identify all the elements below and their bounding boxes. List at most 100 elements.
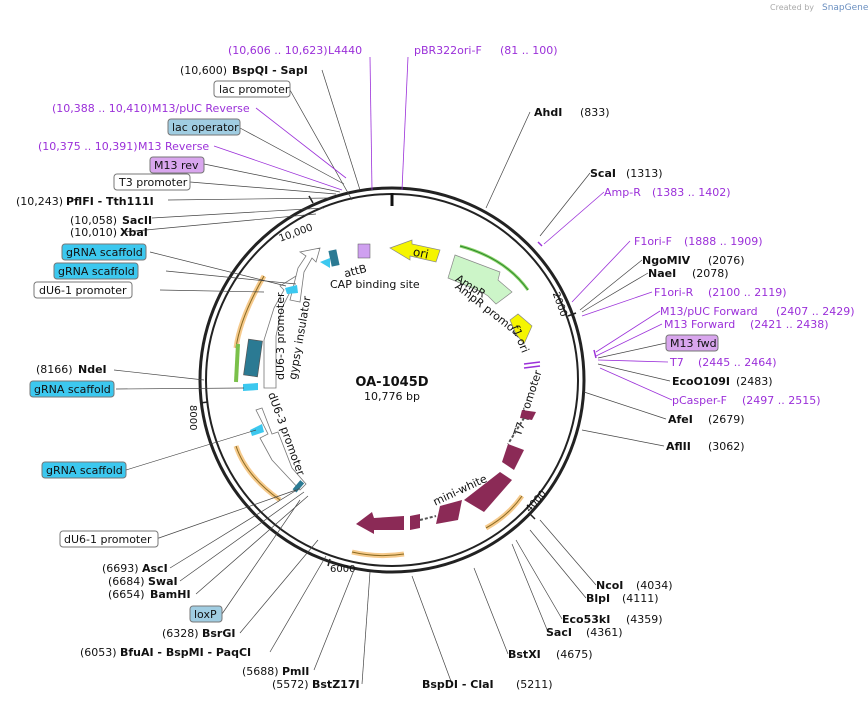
label-asci-pos: (6693) [102, 562, 139, 575]
du6-3-promoter-top-label: dU6-3 promoter [274, 292, 287, 380]
label-bsrgi: BsrGI [202, 627, 235, 640]
label-t7: T7 [669, 356, 684, 369]
label-m13puc-fwd-pos: (2407 .. 2429) [776, 305, 855, 318]
orange-bar-4 [233, 274, 267, 349]
label-pbr322ori-pos: (81 .. 100) [500, 44, 558, 57]
label-bfuai: BfuAI - BspMI - PaqCI [120, 646, 251, 659]
label-swai-pos: (6684) [108, 575, 145, 588]
label-m13-fwd: M13 fwd [670, 337, 717, 350]
label-bspqi-pos: (10,600) [180, 64, 227, 77]
green-arrow-left [234, 343, 240, 383]
cap-label: CAP binding site [330, 278, 420, 291]
minwhite-seg-2 [502, 444, 524, 470]
label-ndei: NdeI [78, 363, 107, 376]
ampr-arrow [459, 245, 529, 291]
label-saci-pos: (4361) [586, 626, 623, 639]
label-bstz17i: BstZ17I [312, 678, 360, 691]
label-du6-1-top: dU6-1 promoter [39, 284, 127, 297]
label-bfuai-pos: (6053) [80, 646, 117, 659]
gypsy-label: gypsy insulator [286, 295, 314, 381]
label-aflii-pos: (3062) [708, 440, 745, 453]
t7-promoter-label: T7 promoter [511, 368, 545, 438]
label-blpi: BlpI [586, 592, 610, 605]
du6-3-promoter-bottom-arrow [255, 407, 307, 491]
grna-scaffold-3 [243, 383, 258, 391]
box-t3-promoter [113, 173, 191, 191]
label-m13puc-rev-pos: (10,388 .. 10,410) [52, 102, 152, 115]
plasmid-size: 10,776 bp [364, 390, 420, 403]
label-pmli-pos: (5688) [242, 665, 279, 678]
label-bspqi: BspQI - SapI [232, 64, 308, 77]
label-scai-pos: (1313) [626, 167, 663, 180]
tick-2000: 2000 [550, 291, 569, 319]
label-bstxi: BstXI [508, 648, 541, 661]
box-m13-fwd [665, 334, 719, 352]
label-ngomiv: NgoMIV [642, 254, 691, 267]
label-m13-reverse: M13 Reverse [138, 140, 209, 153]
label-naei: NaeI [648, 267, 676, 280]
grna-scaffold-1 [285, 285, 298, 294]
label-du6-1-bottom: dU6-1 promoter [64, 533, 152, 546]
label-f1ori-r: F1ori-R [654, 286, 694, 299]
label-ngomiv-pos: (2076) [708, 254, 745, 267]
label-m13-forward: M13 Forward [664, 318, 735, 331]
label-f1ori-f: F1ori-F [634, 235, 672, 248]
label-l4440-pos: (10,606 .. 10,623) [228, 44, 328, 57]
label-m13-rev: M13 rev [154, 159, 199, 172]
attb-feature [328, 249, 340, 267]
label-amp-r-pos: (1383 .. 1402) [652, 186, 731, 199]
label-t3-promoter: T3 promoter [118, 176, 188, 189]
minwhite-dashes [419, 417, 525, 521]
attb-label: attB [343, 262, 368, 280]
label-bamhi-pos: (6654) [108, 588, 145, 601]
box-grna-2 [53, 262, 139, 280]
box-du6-1-top [33, 281, 133, 299]
minwhite-seg-4 [436, 500, 462, 524]
orange-arrow-3 [235, 445, 281, 501]
tick-4000: 4000 [524, 489, 549, 515]
box-grna-4 [41, 461, 127, 479]
label-lac-operator: lac operator [172, 121, 239, 134]
label-sacii-pos: (10,058) [70, 214, 117, 227]
label-m13puc-rev: M13/pUC Reverse [152, 102, 250, 115]
label-f1ori-r-pos: (2100 .. 2119) [708, 286, 787, 299]
label-afei-pos: (2679) [708, 413, 745, 426]
label-ncoi-pos: (4034) [636, 579, 673, 592]
label-m13-forward-pos: (2421 .. 2438) [750, 318, 829, 331]
label-xbai-pos: (10,010) [70, 226, 117, 239]
label-bstz17i-pos: (5572) [272, 678, 309, 691]
orange-arrow-2 [351, 551, 405, 557]
label-ahdi: AhdI [534, 106, 562, 119]
label-scai: ScaI [590, 167, 616, 180]
label-f1ori-f-pos: (1888 .. 1909) [684, 235, 763, 248]
left-label-list: (10,606 .. 10,623) L4440 (10,600) BspQI … [16, 44, 362, 691]
label-bspdi-clai-pos: (5211) [516, 678, 553, 691]
box-du6-1-bottom [59, 530, 159, 548]
label-sacii: SacII [122, 214, 152, 227]
label-ndei-pos: (8166) [36, 363, 73, 376]
label-ecoo109i-pos: (2483) [736, 375, 773, 388]
label-ecoo109i: EcoO109I [672, 375, 730, 388]
ori-label: ori [412, 245, 430, 262]
label-asci: AscI [142, 562, 168, 575]
label-m13-rev-pos: (10,375 .. 10,391) [38, 140, 138, 153]
label-l4440: L4440 [328, 44, 362, 57]
label-ncoi: NcoI [596, 579, 623, 592]
grna-scaffold-2 [320, 258, 330, 268]
loxp-feature [292, 480, 305, 493]
minwhite-seg-1 [520, 410, 536, 420]
ori-feature [389, 239, 441, 263]
box-lac-promoter [213, 80, 291, 98]
label-pbr322ori: pBR322ori-F [414, 44, 482, 57]
label-bspdi-clai: BspDI - ClaI [422, 678, 494, 691]
box-loxp [189, 605, 223, 623]
box-m13-rev [149, 156, 205, 174]
right-label-list: pBR322ori-F (81 .. 100) AhdI (833) ScaI … [414, 44, 855, 691]
box-grna-1 [61, 243, 147, 261]
du6-3-promoter-top-arrow [289, 247, 321, 303]
box-lac-operator [167, 118, 241, 136]
leader-lines-left [113, 56, 373, 685]
primer-marks-right [523, 241, 597, 369]
watermark-text: Created by [770, 3, 814, 12]
